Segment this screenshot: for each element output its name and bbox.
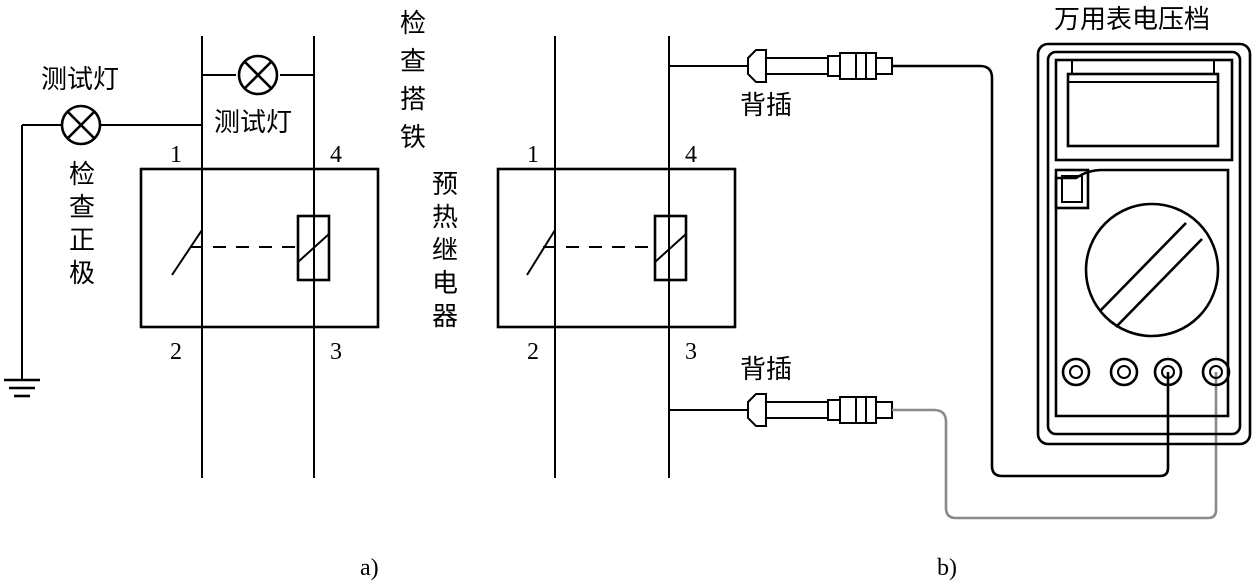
relay-coil-a (296, 214, 331, 282)
relay-label-char: 电 (432, 269, 458, 299)
pin-2-label: 2 (527, 339, 539, 365)
pin-1-label: 1 (170, 142, 182, 168)
diagram-a: 测试灯 测试灯 检 查 正 极 检 查 搭 铁 1 4 2 3 a) (4, 9, 426, 581)
diagram-b: 预 热 继 电 器 背插 背插 万用表电压档 1 4 2 3 b) (432, 5, 1252, 581)
check-positive-char: 查 (69, 193, 95, 223)
switch-blade-b (526, 229, 556, 276)
relay-box-b (496, 167, 737, 329)
multimeter-label: 万用表电压档 (1054, 5, 1210, 35)
gray-test-lead (892, 372, 1218, 520)
coil-slash-a (297, 233, 330, 263)
relay-box-a (139, 167, 380, 329)
relay-label-char: 预 (432, 170, 458, 200)
test-lamp-label: 测试灯 (41, 65, 119, 95)
check-positive-char: 正 (69, 226, 95, 256)
check-ground-char: 查 (400, 47, 426, 77)
check-ground-char: 铁 (400, 123, 426, 153)
black-test-lead (892, 64, 1170, 478)
multimeter-icon (1036, 42, 1252, 446)
back-probe-label: 背插 (740, 91, 792, 121)
test-lamp-icon (60, 104, 102, 146)
check-positive-char: 极 (69, 259, 95, 289)
caption-b: b) (937, 555, 957, 581)
pin-1-label: 1 (527, 142, 539, 168)
relay-label-char: 热 (432, 203, 458, 233)
check-ground-char: 搭 (400, 85, 426, 115)
coil-slash-b (654, 233, 687, 263)
pin-2-label: 2 (170, 339, 182, 365)
caption-a: a) (360, 555, 379, 581)
relay-label-char: 继 (432, 236, 458, 266)
switch-blade-a (171, 229, 203, 276)
check-ground-char: 检 (400, 9, 426, 39)
relay-label-char: 器 (432, 302, 458, 332)
ground-icon (4, 378, 40, 398)
test-lamp-label: 测试灯 (214, 108, 292, 138)
pin-3-label: 3 (330, 339, 342, 365)
test-lamp-icon (237, 54, 279, 96)
pin-3-label: 3 (685, 339, 697, 365)
back-probe-label: 背插 (740, 355, 792, 385)
probe-bottom-icon (669, 393, 893, 427)
relay-coil-b (653, 214, 688, 282)
pin-4-label: 4 (330, 142, 342, 168)
pin-4-label: 4 (685, 142, 697, 168)
check-positive-char: 检 (69, 160, 95, 190)
probe-top-icon (669, 49, 893, 83)
